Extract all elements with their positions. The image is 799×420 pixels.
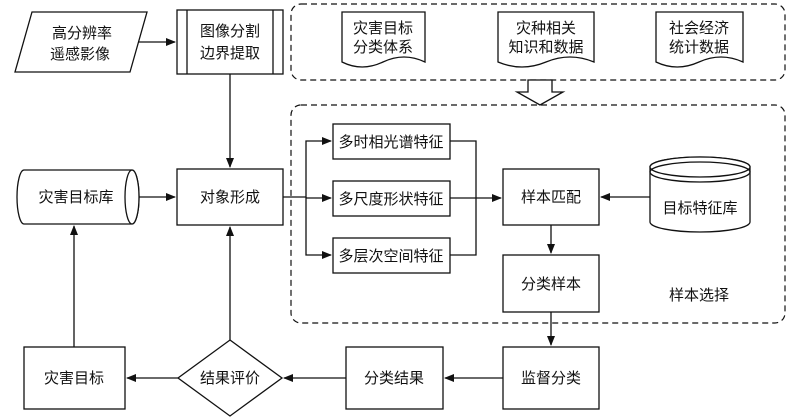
object-formation-label: 对象形成 xyxy=(200,188,260,206)
feature-shape-label: 多尺度形状特征 xyxy=(338,190,443,208)
connectors xyxy=(70,38,650,382)
feature-db-label: 目标特征库 xyxy=(662,199,737,217)
doc-knowledge-line1: 灾种相关 xyxy=(516,19,576,37)
block-arrow xyxy=(514,79,566,106)
classification-samples-label: 分类样本 xyxy=(521,275,581,293)
doc-knowledge-line2: 知识和数据 xyxy=(508,38,583,56)
feature-spectral-node: 多时相光谱特征 xyxy=(332,123,451,160)
feature-shape-node: 多尺度形状特征 xyxy=(332,180,451,217)
evaluation-label: 结果评价 xyxy=(200,369,260,387)
disaster-db-node: 灾害目标库 xyxy=(16,169,140,225)
disaster-target-label: 灾害目标 xyxy=(44,369,104,387)
doc-system-line1: 灾害目标 xyxy=(353,19,413,37)
classification-result-label: 分类结果 xyxy=(364,369,424,387)
sample-selection-label: 样本选择 xyxy=(669,286,729,304)
feature-space-label: 多层次空间特征 xyxy=(338,247,443,265)
sample-matching-node: 样本匹配 xyxy=(502,168,600,226)
supervised-classification-node: 监督分类 xyxy=(502,346,600,410)
doc-system-line2: 分类体系 xyxy=(353,38,413,56)
segmentation-line1: 图像分割 xyxy=(200,22,260,40)
classification-samples-node: 分类样本 xyxy=(502,254,600,313)
object-formation-node: 对象形成 xyxy=(176,168,284,226)
arrow-object-to-space xyxy=(305,197,332,259)
arrow-object-to-spectral xyxy=(283,137,332,198)
segmentation-line2: 边界提取 xyxy=(200,44,260,62)
disaster-db-label: 灾害目标库 xyxy=(38,188,113,206)
doc-classification-system: 灾害目标 分类体系 xyxy=(341,11,426,68)
evaluation-node: 结果评价 xyxy=(176,339,284,417)
classification-result-node: 分类结果 xyxy=(345,346,444,410)
disaster-target-node: 灾害目标 xyxy=(23,346,126,410)
doc-stats-line2: 统计数据 xyxy=(669,38,729,56)
segmentation-node: 图像分割 边界提取 xyxy=(176,9,284,75)
doc-disaster-knowledge: 灾种相关 知识和数据 xyxy=(497,11,595,68)
hr-image-node: 高分辨率 遥感影像 xyxy=(14,11,148,73)
feature-space-node: 多层次空间特征 xyxy=(332,237,451,274)
doc-stats-line1: 社会经济 xyxy=(669,19,729,37)
hr-image-line1: 高分辨率 xyxy=(52,24,112,42)
feature-spectral-label: 多时相光谱特征 xyxy=(338,133,443,151)
hr-image-line2: 遥感影像 xyxy=(50,45,110,63)
sample-matching-label: 样本匹配 xyxy=(521,188,581,206)
supervised-classification-label: 监督分类 xyxy=(521,369,581,387)
feature-db-node: 目标特征库 xyxy=(649,156,751,233)
doc-socioeconomic-stats: 社会经济 统计数据 xyxy=(655,11,744,68)
sample-selection-group xyxy=(290,104,786,324)
